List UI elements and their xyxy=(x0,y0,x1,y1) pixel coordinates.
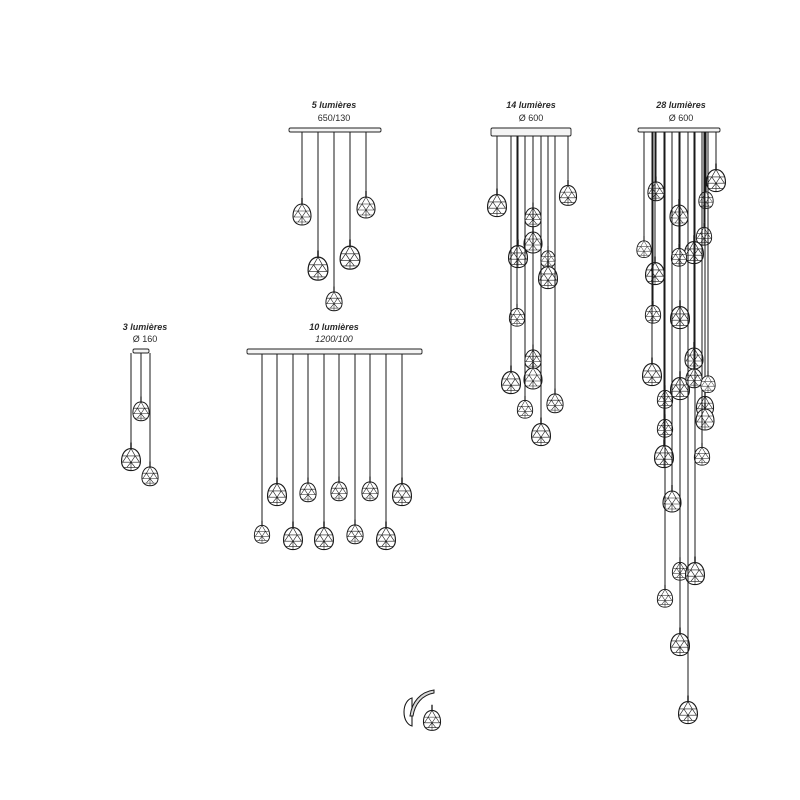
fixture-14-canopy xyxy=(490,127,572,137)
fixture-28-name: 28 lumières xyxy=(655,100,706,110)
fixture-5-pendant-lamp xyxy=(292,197,312,226)
fixture-28-pendant-lamp xyxy=(644,255,666,286)
fixture-10-pendant-lamp xyxy=(391,476,413,507)
fixture-5-caption: 5 lumières 650/130 xyxy=(312,100,357,123)
fixture-14-pendant-lamp xyxy=(530,416,552,447)
fixture-3-pendant-lamp xyxy=(120,441,142,472)
fixture-28-drawing xyxy=(636,127,727,725)
fixture-10-pendant-lamp xyxy=(282,520,304,551)
fixture-14-pendant-lamp xyxy=(508,302,526,327)
fixture-10-pendant-lamp xyxy=(253,519,271,544)
fixture-10-pendant-lamp xyxy=(266,476,288,507)
fixture-3-caption: 3 lumières Ø 160 xyxy=(123,322,168,344)
fixture-3-pendant-lamp xyxy=(132,395,150,422)
fixture-14-caption: 14 lumières Ø 600 xyxy=(506,100,556,123)
fixture-drawings xyxy=(120,127,727,725)
fixture-28-pendant-lamp xyxy=(700,370,716,394)
fixture-10-dimension: 1200/100 xyxy=(315,334,353,344)
fixture-10-caption: 10 lumières 1200/100 xyxy=(309,322,359,344)
fixture-3-dimension: Ø 160 xyxy=(133,334,158,344)
fixture-3-pendant-lamp xyxy=(141,460,159,487)
fixture-10-name: 10 lumières xyxy=(309,322,359,332)
fixture-28-pendant-lamp xyxy=(647,175,665,202)
fixture-28-pendant-lamp xyxy=(644,299,662,324)
fixture-28-caption: 28 lumières Ø 600 xyxy=(655,100,706,123)
fixture-5-name: 5 lumières xyxy=(312,100,357,110)
fixture-5-dimension: 650/130 xyxy=(318,113,351,123)
fixture-14-dimension: Ø 600 xyxy=(519,113,544,123)
fixture-28-pendant-lamp xyxy=(677,694,699,725)
fixture-14-name: 14 lumières xyxy=(506,100,556,110)
fixture-28-pendant-lamp xyxy=(705,162,727,193)
fixture-14-pendant-lamp xyxy=(516,394,534,419)
fixture-28-pendant-lamp xyxy=(670,242,688,267)
fixture-14-pendant-lamp xyxy=(546,387,564,414)
fixture-28-pendant-lamp xyxy=(662,484,682,513)
fixture-28-canopy xyxy=(637,127,721,133)
fixture-5-pendant-lamp xyxy=(339,238,361,270)
fixture-5-drawing xyxy=(288,127,382,312)
wall-sconce xyxy=(403,689,442,732)
fixture-14-pendant-lamp xyxy=(558,179,578,207)
fixture-28-pendant-lamp xyxy=(669,626,691,657)
fixture-3-canopy xyxy=(132,348,150,354)
fixture-5-pendant-lamp xyxy=(356,190,376,219)
fixture-3-drawing xyxy=(120,348,159,487)
fixture-14-drawing xyxy=(486,127,578,447)
fixture-10-drawing xyxy=(246,348,423,551)
fixture-10-pendant-lamp xyxy=(375,520,397,551)
fixture-5-pendant-lamp xyxy=(325,285,343,312)
fixture-14-pendant-lamp xyxy=(486,187,508,218)
fixture-28-pendant-lamp xyxy=(653,438,675,469)
fixture-5-pendant-lamp xyxy=(307,249,329,281)
fixture-10-pendant-lamp xyxy=(361,475,379,502)
fixture-28-pendant-lamp xyxy=(636,235,652,259)
fixture-5-canopy xyxy=(288,127,382,133)
fixture-10-pendant-lamp xyxy=(330,475,348,502)
fixture-3-name: 3 lumières xyxy=(123,322,168,332)
fixture-10-pendant-lamp xyxy=(346,518,364,545)
fixture-10-canopy xyxy=(246,348,423,355)
fixture-28-pendant-lamp xyxy=(656,583,674,608)
fixture-28-dimension: Ø 600 xyxy=(669,113,694,123)
fixture-28-pendant-lamp xyxy=(641,356,663,387)
fixture-28-pendant-lamp xyxy=(695,221,713,246)
fixture-14-pendant-lamp xyxy=(500,364,522,395)
fixture-10-pendant-lamp xyxy=(313,520,335,551)
fixture-28-pendant-lamp xyxy=(693,441,711,466)
fixture-10-pendant-lamp xyxy=(299,476,317,503)
